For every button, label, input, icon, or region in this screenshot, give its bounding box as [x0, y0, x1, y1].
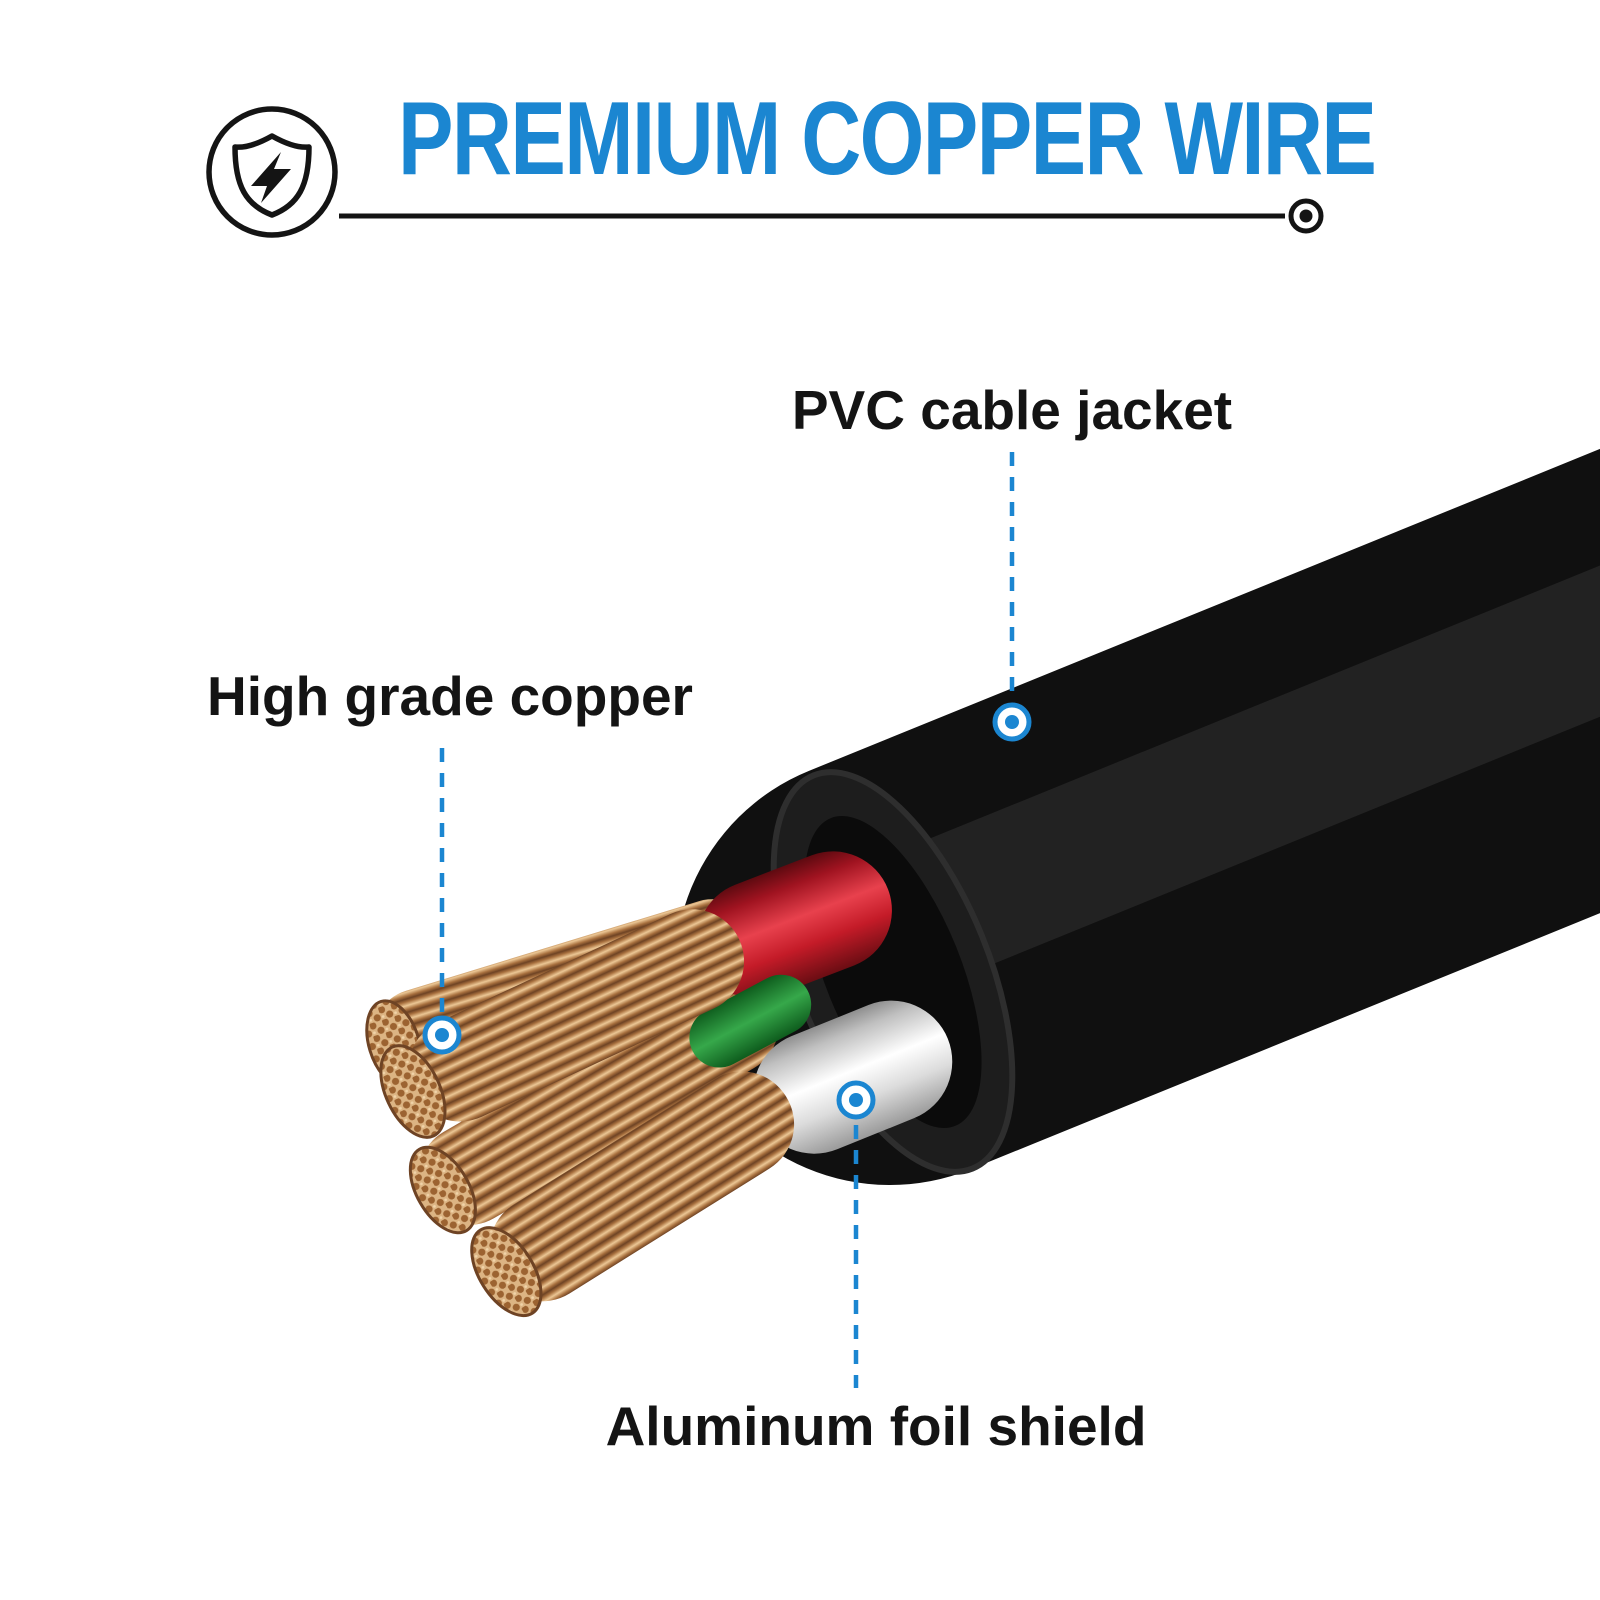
- callout-label-aluminum-foil: Aluminum foil shield: [605, 1395, 1147, 1457]
- cable-jacket: [675, 448, 1600, 1185]
- page-title: PREMIUM COPPER WIRE: [398, 81, 1377, 197]
- copper-strand-bundle: [379, 909, 745, 1139]
- marker-pvc-jacket: [992, 702, 1032, 742]
- green-wire: [689, 974, 812, 1068]
- marker-high-grade-copper: [422, 1015, 462, 1055]
- white-foil-wire: [753, 1000, 953, 1154]
- callout-label-pvc-jacket: PVC cable jacket: [791, 379, 1233, 441]
- bullseye-end-dot: [1288, 198, 1324, 234]
- copper-strand-bundle: [408, 975, 779, 1235]
- marker-aluminum-foil: [836, 1080, 876, 1120]
- shield-lightning-icon: [206, 106, 338, 238]
- copper-strand-bundle: [470, 1071, 795, 1318]
- red-wire: [697, 851, 892, 999]
- callout-label-high-grade-copper: High grade copper: [207, 665, 693, 727]
